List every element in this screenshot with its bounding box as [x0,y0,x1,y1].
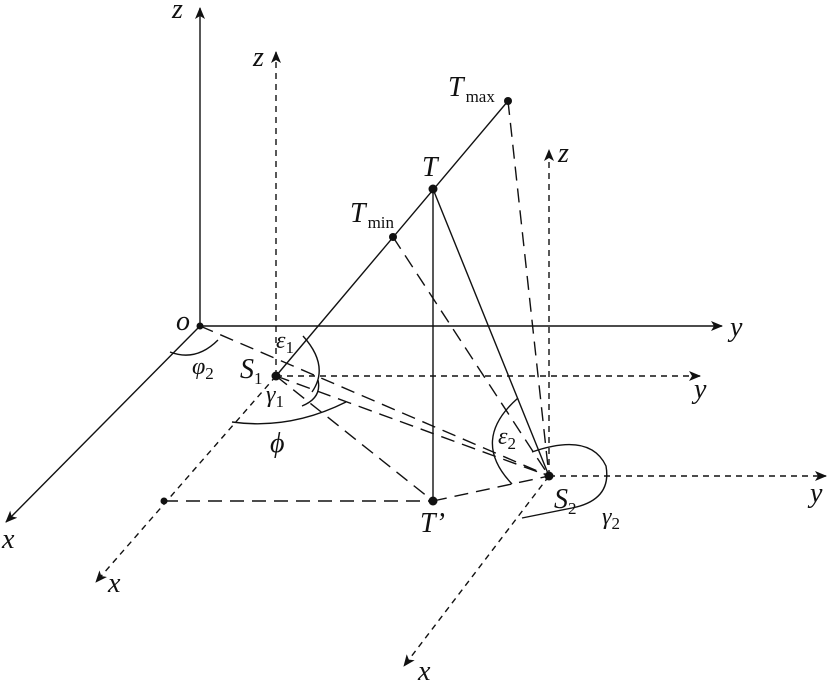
arc-gamma1 [301,379,320,407]
label-epsilon2: ε2 [498,424,516,453]
label-main-y: y [727,312,743,343]
label-phi: ϕ [270,428,285,459]
label-s1-x: x [107,568,121,599]
label-gamma1: γ1 [266,382,284,411]
point-tmin [389,233,397,241]
label-s2-x: x [417,656,431,684]
label-s1: S1 [240,354,263,388]
arc-epsilon2 [491,397,519,485]
label-s2-z: z [557,138,569,169]
s2-x-axis [403,475,550,667]
arc-gamma2 [521,443,608,519]
label-epsilon1: ε1 [276,328,294,357]
line-tprime-s2 [432,475,550,502]
point-x-projection [160,497,168,505]
s1-x-axis [95,375,277,583]
point-tmax [504,97,512,105]
line-o-s2 [199,325,550,477]
label-s1-y: y [691,374,707,405]
label-phi2: φ2 [192,354,214,383]
label-main-x: x [1,524,15,555]
line-tmin-s2 [392,236,550,477]
point-origin [196,322,204,330]
label-gamma2: γ2 [602,504,620,533]
label-s2-y: y [807,478,823,509]
label-tprime: T’ [420,508,445,539]
line-s1-s2 [275,375,550,477]
arc-epsilon1 [302,335,320,393]
point-tprime [428,496,438,506]
label-t: T [422,152,440,183]
line-tmax-s2 [507,100,550,477]
label-main-z: z [171,0,183,25]
label-s1-z: z [252,42,264,73]
label-s2: S2 [554,484,577,518]
arc-phi [231,401,347,425]
label-origin: o [176,306,190,337]
point-t [428,184,438,194]
main-x-axis [5,325,201,523]
point-s2 [544,471,554,481]
arc-phi2 [169,339,219,356]
line-s1-tprime [275,375,434,502]
point-s1 [271,371,281,381]
line-t-s2 [432,188,550,477]
